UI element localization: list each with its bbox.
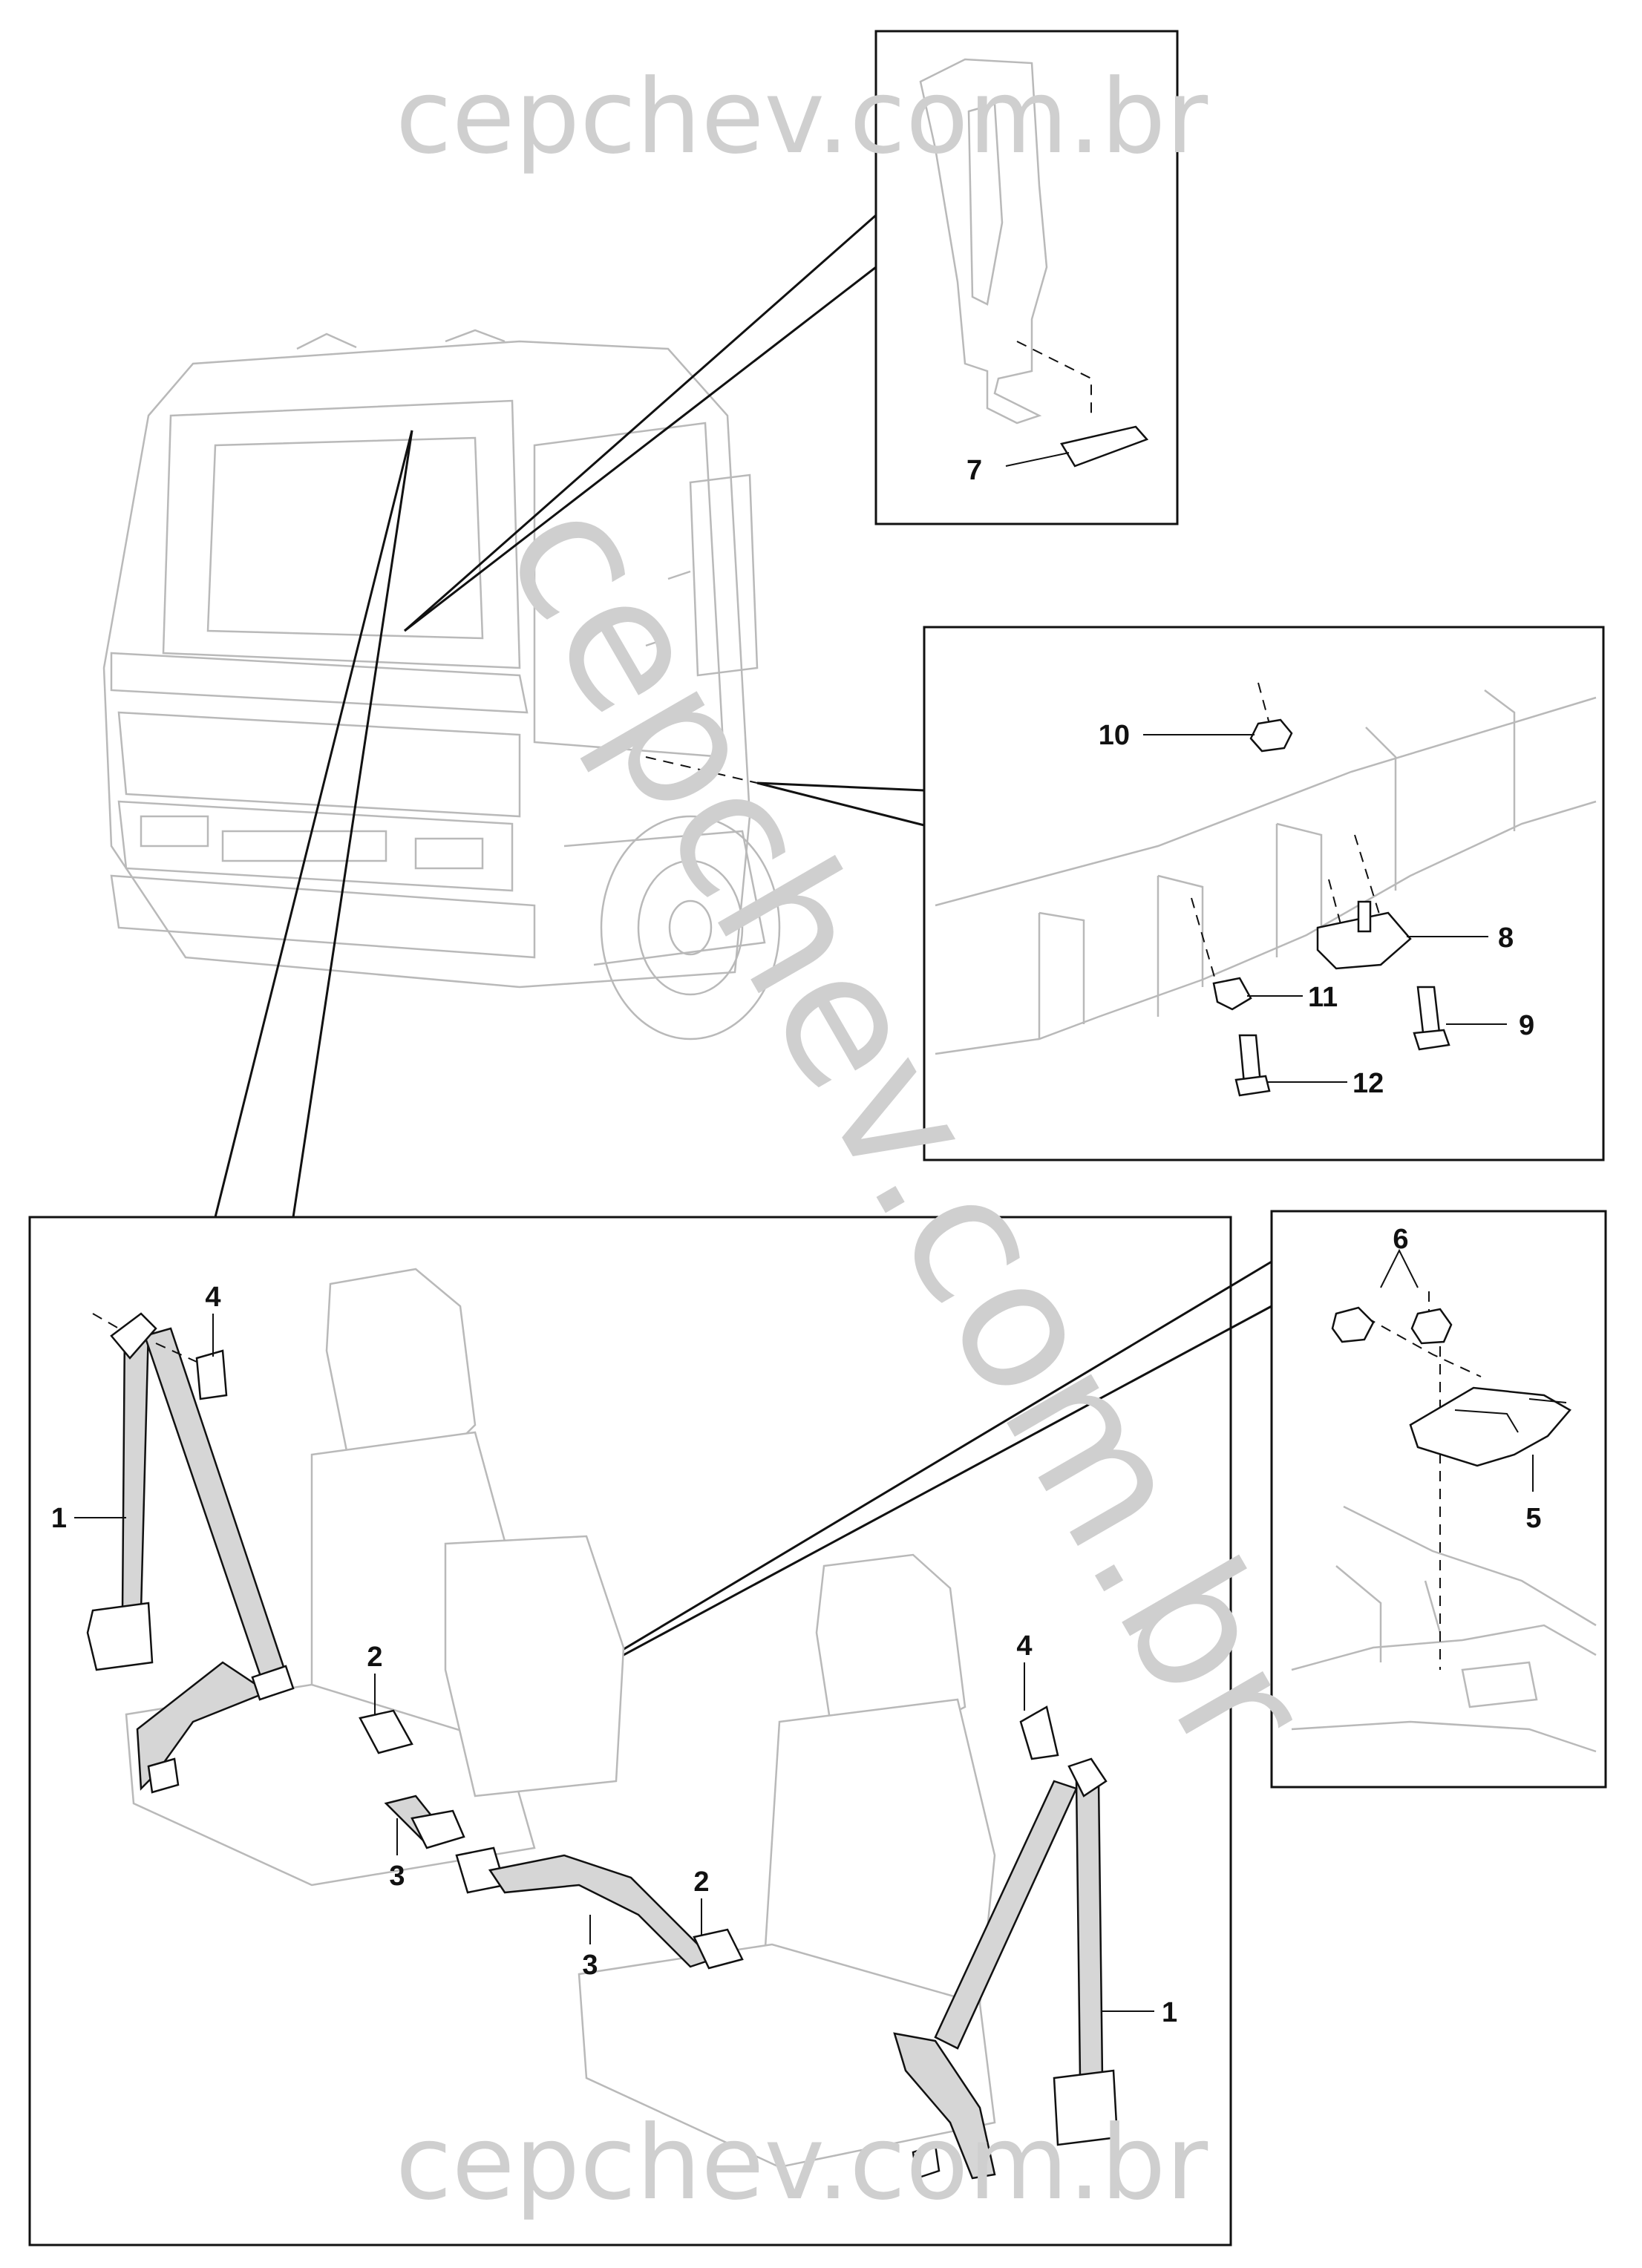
inset-pillar-trim bbox=[874, 30, 1179, 525]
cab-leader-lines bbox=[214, 214, 925, 1218]
nut-6b bbox=[1410, 1308, 1453, 1345]
callout-2-right: 2 bbox=[693, 1866, 709, 1898]
watermark-top: cepchev.com.br bbox=[396, 57, 1208, 177]
main-seat-panel bbox=[28, 1216, 1232, 2246]
cap-4-right bbox=[1019, 1705, 1059, 1760]
anchor-bracket-8 bbox=[1316, 911, 1412, 970]
callout-5: 5 bbox=[1525, 1503, 1541, 1534]
callout-4-left: 4 bbox=[205, 1282, 220, 1313]
callout-12: 12 bbox=[1352, 1068, 1384, 1099]
nut-6a bbox=[1331, 1306, 1375, 1343]
callout-7: 7 bbox=[966, 455, 982, 486]
callout-4-right: 4 bbox=[1016, 1630, 1032, 1662]
cap-4-left bbox=[195, 1349, 228, 1400]
right-retractor-belt-1 bbox=[1075, 1780, 1104, 2079]
callout-6: 6 bbox=[1393, 1224, 1408, 1255]
pillar-trim-plug bbox=[1060, 425, 1149, 468]
left-lap-belt bbox=[136, 1661, 269, 1791]
watermark-bottom: cepchev.com.br bbox=[396, 2103, 1208, 2223]
callout-1-left: 1 bbox=[51, 1503, 67, 1534]
inset-buckle-mount bbox=[1270, 1210, 1607, 1789]
left-retractor bbox=[86, 1602, 154, 1671]
buckle-leader-1 bbox=[526, 1260, 1272, 1708]
buckle-leader-2 bbox=[526, 1305, 1272, 1708]
nut-10 bbox=[1249, 718, 1293, 753]
truck-cab-drawing bbox=[102, 329, 781, 1040]
buckle-2-left bbox=[359, 1709, 413, 1754]
right-lap-belt bbox=[893, 2032, 996, 2180]
left-retractor-belt-1 bbox=[121, 1327, 150, 1612]
callout-3-left: 3 bbox=[389, 1861, 405, 1892]
callout-1-right: 1 bbox=[1162, 1997, 1177, 2028]
callout-11: 11 bbox=[1308, 982, 1338, 1013]
right-shoulder-belt bbox=[934, 1780, 1078, 2050]
right-retractor bbox=[1053, 2069, 1119, 2146]
washer-11 bbox=[1212, 977, 1252, 1011]
inset-floor-anchor bbox=[923, 626, 1605, 1161]
callout-9: 9 bbox=[1519, 1010, 1534, 1041]
callout-10: 10 bbox=[1099, 720, 1130, 751]
buckle-bracket-5 bbox=[1409, 1386, 1571, 1467]
callout-3-center: 3 bbox=[582, 1950, 598, 1981]
callout-8: 8 bbox=[1498, 922, 1514, 954]
callout-2-left: 2 bbox=[367, 1642, 382, 1673]
buckle-2-right bbox=[693, 1928, 744, 1970]
